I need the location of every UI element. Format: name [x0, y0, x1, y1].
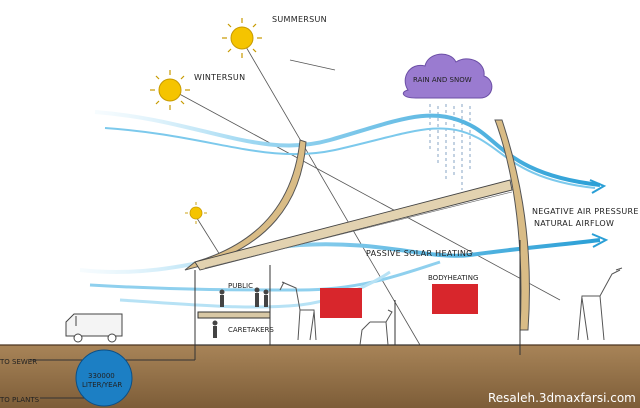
body-heating-label: BODYHEATING: [428, 274, 478, 282]
natural-airflow-label: NATURAL AIRFLOW: [534, 219, 614, 228]
tank-unit-label: LITER/YEAR: [82, 381, 122, 389]
small-sun-icon: [185, 202, 207, 224]
giraffe-inside-left: [279, 281, 317, 341]
upper-airflow: [94, 110, 607, 194]
to-sewer-label: TO SEWER: [0, 358, 37, 366]
public-label: PUBLIC: [228, 282, 253, 290]
negative-pressure-label: NEGATIVE AIR PRESSURE: [532, 207, 639, 216]
red-panel-left: [320, 288, 362, 318]
roof-right-shell: [494, 119, 530, 331]
winter-sun-label: WINTERSUN: [194, 73, 245, 82]
to-plants-label: TO PLANTS: [0, 396, 40, 404]
watermark: Resaleh.3dmaxfarsi.com: [488, 391, 636, 405]
rain-snow-label: RAIN AND SNOW: [413, 76, 472, 84]
water-tank: [75, 349, 133, 407]
summer-sun-label: SUMMERSUN: [272, 15, 327, 24]
winter-sun-icon: [150, 70, 190, 110]
roof-slope: [194, 179, 513, 271]
giraffe-inside-right: [359, 309, 393, 346]
roof-left-shell: [184, 139, 307, 271]
people-figures: [212, 287, 269, 338]
ground: [0, 345, 640, 408]
sun-ray-lines: [171, 39, 561, 346]
van-icon: [65, 313, 123, 343]
summer-sun-icon: [222, 18, 262, 58]
rain-cloud-icon: [402, 53, 493, 99]
tank-volume-label: 330000: [88, 372, 115, 380]
caretakers-label: CARETAKERS: [228, 326, 274, 334]
giraffe-outside: [577, 267, 623, 341]
building-body: [194, 240, 521, 360]
passive-solar-label: PASSIVE SOLAR HEATING: [366, 249, 473, 258]
red-panel-right: [432, 284, 478, 314]
